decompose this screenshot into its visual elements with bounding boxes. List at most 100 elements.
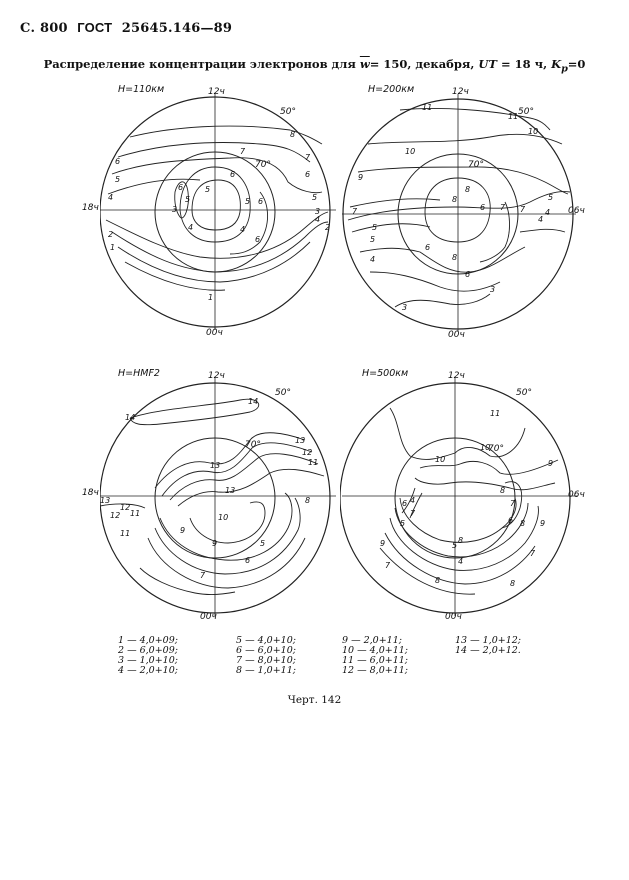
svg-text:7: 7 [530,549,536,558]
label-lat50: 50° [275,388,291,398]
svg-text:4: 4 [538,215,543,224]
page-number: С. 800 [20,21,68,36]
svg-text:7: 7 [240,147,246,156]
legend-item: 11 — 6,0+11; [342,655,408,666]
svg-text:4: 4 [188,223,193,232]
svg-text:6: 6 [245,556,250,565]
legend-col-2: 5 — 4,0+10; 6 — 6,0+10; 7 — 8,0+10; 8 — … [236,636,296,676]
svg-text:6: 6 [480,203,485,212]
label-lat50: 50° [518,107,534,117]
svg-text:4: 4 [315,215,320,224]
svg-text:5: 5 [548,193,553,202]
figure-title: Распределение концентрации электронов дл… [0,57,629,74]
svg-text:4: 4 [108,193,113,202]
legend-item: 3 — 1,0+10; [118,655,178,666]
title-k-value: =0 [567,57,586,71]
legend-item: 6 — 6,0+10; [236,645,296,656]
svg-text:5: 5 [205,185,210,194]
svg-text:10: 10 [528,127,538,136]
svg-text:1: 1 [208,293,213,302]
legend-col-3: 9 — 2,0+11; 10 — 4,0+11; 11 — 6,0+11; 12… [342,636,408,676]
legend-item: 7 — 8,0+10; [236,655,296,666]
svg-text:11: 11 [120,529,130,538]
svg-text:7: 7 [410,509,416,518]
legend-item: 4 — 2,0+10; [118,665,178,676]
svg-text:6: 6 [255,235,260,244]
svg-text:8: 8 [500,486,505,495]
svg-text:8: 8 [290,130,295,139]
label-lat70: 70° [488,444,504,454]
svg-text:4: 4 [370,255,375,264]
svg-text:10: 10 [218,513,228,522]
svg-text:3: 3 [315,207,320,216]
svg-text:5: 5 [185,195,190,204]
svg-text:8: 8 [458,536,463,545]
svg-text:5: 5 [245,197,250,206]
svg-text:12: 12 [110,511,120,520]
svg-text:5: 5 [115,175,120,184]
svg-text:13: 13 [295,436,305,445]
svg-text:10: 10 [405,147,415,156]
legend-item: 9 — 2,0+11; [342,635,402,646]
svg-text:2: 2 [325,223,330,232]
label-00h: 00ч [445,612,462,622]
label-lat70: 70° [245,440,261,450]
title-post: = 150, декабря, [369,57,475,71]
label-12h: 12ч [448,371,465,381]
page-header: С. 800 ГОСТ 25645.146—89 [20,20,232,36]
svg-text:7: 7 [510,499,516,508]
title-k-sub: p [561,63,568,75]
svg-text:13: 13 [100,496,110,505]
label-00h: 00ч [200,612,217,622]
legend-item: 8 — 1,0+11; [236,665,296,676]
legend-col-4: 13 — 1,0+12; 14 — 2,0+12. [455,636,521,656]
svg-text:7: 7 [305,153,311,162]
legend-item: 13 — 1,0+12; [455,635,521,646]
svg-text:6: 6 [178,183,183,192]
svg-text:8: 8 [510,579,515,588]
svg-text:3: 3 [490,285,495,294]
label-lat70: 70° [468,160,484,170]
label-12h: 12ч [208,371,225,381]
svg-text:12: 12 [120,503,130,512]
svg-text:8: 8 [465,185,470,194]
label-06h: 06ч [568,206,585,216]
svg-text:6: 6 [230,170,235,179]
svg-text:7: 7 [500,203,506,212]
title-k: K [551,57,562,71]
legend-item: 1 — 4,0+09; [118,635,178,646]
svg-text:3: 3 [172,205,177,214]
svg-text:14: 14 [125,413,135,422]
label-12h: 12ч [208,87,225,97]
panel-height-label: H=HMF2 [118,368,160,379]
svg-text:9: 9 [548,459,553,468]
panel-height-label: H=500км [362,368,409,379]
panel-height-label: H=110км [118,84,165,95]
svg-text:4: 4 [545,208,550,217]
svg-text:11: 11 [308,458,318,467]
svg-text:11: 11 [422,103,432,112]
svg-text:8: 8 [435,576,440,585]
label-00h: 00ч [206,328,223,338]
svg-text:6: 6 [115,157,120,166]
svg-text:9: 9 [358,173,363,182]
svg-text:7: 7 [352,207,358,216]
legend-item: 12 — 8,0+11; [342,665,408,676]
svg-text:4: 4 [458,557,463,566]
label-lat70: 70° [255,160,271,170]
svg-text:11: 11 [130,509,140,518]
legend-item: 14 — 2,0+12. [455,645,521,656]
svg-text:7: 7 [385,561,391,570]
svg-text:1: 1 [110,243,115,252]
svg-text:9: 9 [212,539,217,548]
svg-text:14: 14 [248,397,258,406]
svg-text:8: 8 [452,253,457,262]
gost-label: ГОСТ [77,20,113,35]
svg-text:12: 12 [302,448,312,457]
legend-item: 2 — 6,0+09; [118,645,178,656]
